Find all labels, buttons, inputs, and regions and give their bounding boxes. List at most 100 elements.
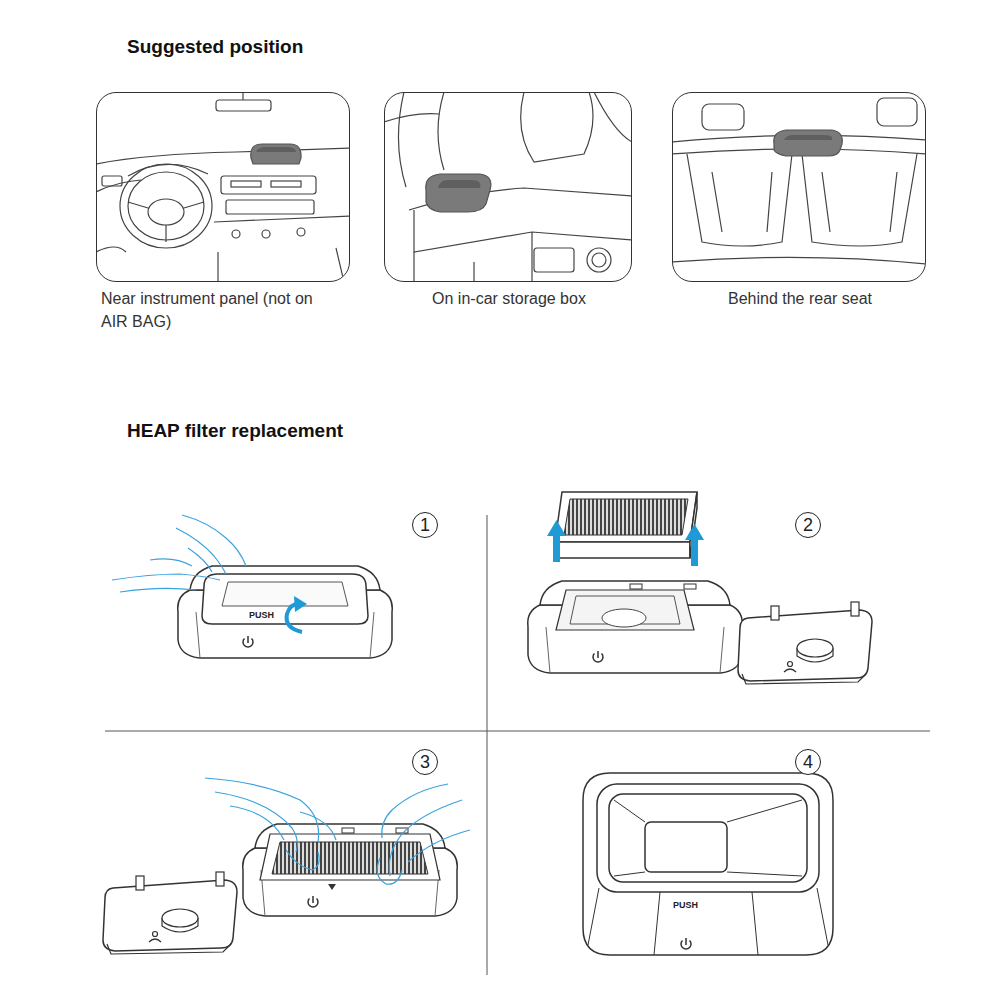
step3-lid-part <box>103 872 237 954</box>
step3-hands-part <box>286 850 319 870</box>
armrest-drawing-part <box>385 114 439 122</box>
step2-filter-part <box>555 492 697 542</box>
rear-seat-drawing-part <box>673 257 925 264</box>
dashboard-drawing-part <box>97 247 344 281</box>
dashboard-drawing-part <box>214 216 349 222</box>
step2-lid-part <box>738 602 872 684</box>
step2-base <box>528 581 743 673</box>
dashboard-drawing-part <box>231 181 261 187</box>
rear-seat-drawing-part <box>712 172 897 232</box>
step1-hand-part <box>188 548 212 572</box>
step2-filter-part <box>564 499 688 535</box>
armrest-drawing-part <box>438 180 480 188</box>
rear-seat-drawing-part <box>784 135 832 140</box>
armrest-drawing-part <box>398 93 406 187</box>
step4-top-view-part <box>614 800 802 876</box>
step1-device-part <box>243 636 253 647</box>
step1-hand-part <box>112 574 220 580</box>
position-panel: On in-car storage box <box>384 92 632 282</box>
position-panel: Behind the rear seat <box>672 92 926 282</box>
step3-hands-part <box>389 800 462 876</box>
step2-base-part <box>630 584 642 589</box>
rear-seat-drawing-part <box>802 154 917 246</box>
dashboard-drawing-part <box>232 230 240 238</box>
step4-top-view-part <box>609 794 807 882</box>
dashboard-drawing-part <box>262 230 270 238</box>
dashboard-drawing-part <box>251 144 301 164</box>
step3-hands-part <box>408 830 470 862</box>
step2-filter-part <box>555 542 690 558</box>
dashboard-drawing-part <box>148 199 184 225</box>
step2-base-part <box>593 651 603 662</box>
step1-hand <box>112 515 246 592</box>
lift-arrows-part <box>553 534 560 562</box>
armrest-drawing-part <box>414 252 474 281</box>
step4-top-view <box>583 773 833 955</box>
dashboard-drawing-part <box>216 100 271 111</box>
armrest-drawing-part <box>426 174 491 212</box>
step3-lid <box>103 872 237 954</box>
armrest-drawing-part <box>594 93 631 142</box>
dashboard-drawing-part <box>256 147 296 152</box>
divider-lines-part <box>487 515 488 975</box>
callout-number: 4 <box>795 749 821 775</box>
rear-seat-drawing-part <box>877 98 917 126</box>
step2-base-part <box>602 609 646 627</box>
step3-hands-part <box>377 858 402 884</box>
step2-base-part <box>528 581 743 673</box>
step3-hands-part <box>300 812 336 840</box>
armrest-drawing-part <box>531 232 532 281</box>
step3-device <box>243 824 458 916</box>
step2-base-part <box>556 590 694 630</box>
step3-hands-part <box>215 792 297 852</box>
lift-arrows-part <box>691 538 698 566</box>
step3-hands-part <box>230 806 284 840</box>
lift-arrows <box>547 520 704 566</box>
callout-number: 1 <box>412 512 438 538</box>
caption-text: Near instrument panel (not on AIR BAG) <box>101 287 333 333</box>
dashboard-drawing <box>97 93 349 281</box>
step2-base-part <box>684 584 696 589</box>
dashboard-drawing-part <box>97 148 349 164</box>
rotate-arrow-part <box>294 596 307 612</box>
dashboard-drawing-part <box>221 176 316 194</box>
rear-seat-drawing <box>673 98 925 264</box>
step3-hands <box>205 778 470 884</box>
step3-hands-part <box>382 784 448 838</box>
step2-lid <box>738 602 872 684</box>
dashboard-drawing-part <box>226 200 314 214</box>
step3-device-part <box>243 824 458 916</box>
dashboard-drawing-part <box>242 93 243 100</box>
caption-text: On in-car storage box <box>385 287 633 310</box>
step3-hands-part <box>205 778 319 842</box>
rear-seat-drawing-part <box>687 154 792 246</box>
callout-number: 2 <box>795 512 821 538</box>
armrest-drawing-part <box>592 253 606 267</box>
step3-device-part <box>272 842 428 874</box>
step4-top-view-part <box>597 784 819 892</box>
step2-filter <box>555 492 697 558</box>
dashboard-drawing-part <box>120 164 212 248</box>
dashboard-drawing-part <box>128 202 204 242</box>
armrest-drawing-part <box>414 210 631 252</box>
step4-top-view-part <box>681 938 691 949</box>
lift-arrows-part <box>685 524 704 540</box>
caption-text: Behind the rear seat <box>673 287 927 310</box>
position-panel: Near instrument panel (not on AIR BAG) <box>96 92 350 282</box>
lift-arrows-part <box>547 520 566 536</box>
step3-device-part <box>342 828 354 833</box>
step1-hand-part <box>182 515 246 566</box>
step4-top-view-part <box>588 888 828 955</box>
armrest-drawing-part <box>587 248 611 272</box>
rear-seat-drawing-part <box>702 104 744 130</box>
armrest-drawing-part <box>534 248 574 272</box>
step1-hand-part <box>120 588 196 592</box>
step1-device <box>178 566 393 658</box>
step4-top-view-part <box>583 773 833 955</box>
divider-lines-part <box>105 731 930 732</box>
dashboard-drawing-part <box>297 228 305 236</box>
step1-hand-part <box>176 528 226 574</box>
armrest-drawing-part <box>438 93 444 170</box>
